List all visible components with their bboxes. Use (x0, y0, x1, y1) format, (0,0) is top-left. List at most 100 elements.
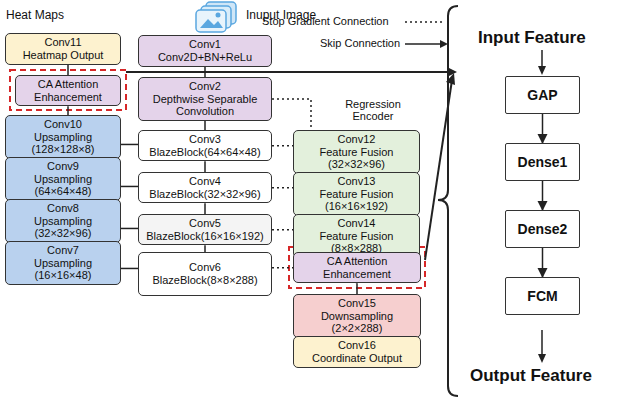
layer-text: Convolution (176, 105, 234, 118)
layer-text: Dense1 (518, 154, 568, 170)
layer-box: FCM (505, 277, 580, 315)
stop-gradient-connector (272, 145, 293, 147)
group-label: Regression Encoder (338, 98, 408, 122)
image-icon (196, 2, 236, 32)
layer-text: (2×2×288) (332, 322, 383, 335)
process-box: CA AttentionEnhancement (15, 75, 121, 106)
layer-box: Dense2 (505, 210, 580, 248)
layer-name: Conv7 (47, 244, 79, 257)
bracket (438, 6, 458, 396)
layer-text: Depthwise Separable (153, 93, 258, 106)
process-box: Conv15Downsampling(2×2×288) (293, 294, 421, 338)
annotation-label: Skip Connection (320, 37, 400, 49)
process-box: Conv9Upsampling(64×64×48) (5, 157, 121, 201)
layer-text: BlazeBlock(64×64×48) (149, 146, 260, 159)
process-box: Conv5BlazeBlock(16×16×192) (138, 214, 272, 245)
legend-line (405, 21, 445, 23)
connector (121, 228, 138, 230)
layer-name: Conv5 (189, 217, 221, 230)
process-box: Conv6BlazeBlock(8×8×288) (138, 252, 272, 296)
layer-text: Enhancement (34, 91, 102, 104)
stop-gradient-connector (272, 187, 293, 189)
layer-name: Conv11 (44, 36, 81, 49)
process-box: Conv7Upsampling(16×16×48) (5, 241, 121, 285)
connector (204, 67, 206, 77)
skip-arrow (126, 71, 455, 73)
layer-text: GAP (527, 87, 557, 103)
process-box: CA AttentionEnhancement (293, 252, 421, 283)
stop-gradient-connector (272, 267, 293, 269)
connector (356, 283, 358, 294)
layer-text: Upsampling (34, 215, 92, 228)
layer-text: Feature Fusion (320, 230, 394, 243)
layer-name: Conv16 (338, 339, 376, 352)
connector (67, 106, 69, 115)
layer-text: Feature Fusion (320, 146, 394, 159)
layer-text: (16×16×48) (35, 269, 92, 282)
layer-name: Conv6 (189, 261, 221, 274)
connector (204, 245, 206, 252)
layer-text: FCM (527, 288, 557, 304)
layer-name: Conv8 (47, 202, 79, 215)
process-box: Conv13Feature Fusion(16×16×192) (293, 172, 420, 216)
layer-name: CA Attention (327, 255, 388, 268)
layer-name: Conv4 (189, 175, 221, 188)
layer-text: (16×16×192) (325, 200, 388, 213)
annotation-label: Heat Maps (6, 8, 64, 22)
connector (121, 144, 138, 146)
layer-name: Conv13 (338, 175, 376, 188)
layer-text: (64×64×48) (35, 185, 92, 198)
layer-text: Upsampling (34, 131, 92, 144)
layer-text: (128×128×8) (32, 143, 95, 156)
layer-text: BlazeBlock(32×32×96) (149, 188, 260, 201)
layer-text: Upsampling (34, 257, 92, 270)
layer-name: Conv3 (189, 133, 221, 146)
layer-text: Feature Fusion (320, 188, 394, 201)
connector (121, 268, 138, 270)
stop-gradient-connector (272, 229, 293, 231)
process-box: Conv12Feature Fusion(32×32×96) (293, 130, 420, 174)
connector (67, 65, 69, 75)
annotation-label: Input Feature (478, 28, 586, 48)
process-box: Conv2Depthwise SeparableConvolution (138, 77, 272, 121)
connector (542, 181, 544, 210)
layer-text: Coordinate Output (312, 352, 402, 365)
layer-text: Upsampling (34, 173, 92, 186)
connector (542, 114, 544, 143)
layer-text: BlazeBlock(8×8×288) (152, 274, 257, 287)
highlight-frame (10, 70, 126, 110)
annotation-label: Stop Gradient Connection (262, 15, 389, 27)
layer-name: Conv2 (189, 80, 221, 93)
process-box: Conv1Conv2D+BN+ReLu (138, 35, 272, 67)
highlight-frame (289, 247, 425, 288)
process-box: Conv16Coordinate Output (293, 336, 421, 368)
process-box: Conv11Heatmap Output (5, 33, 121, 65)
layer-box: Dense1 (505, 143, 580, 181)
connector (204, 161, 206, 172)
layer-text: BlazeBlock(16×16×192) (146, 230, 263, 243)
layer-text: Heatmap Output (23, 49, 104, 62)
layer-name: Conv15 (338, 297, 376, 310)
legend-line (405, 43, 440, 45)
annotation-label: Output Feature (470, 366, 592, 386)
connector (204, 121, 206, 130)
layer-text: Downsampling (321, 310, 393, 323)
layer-name: Conv9 (47, 160, 79, 173)
connector (121, 186, 138, 188)
layer-name: Conv14 (338, 217, 376, 230)
layer-name: CA Attention (38, 78, 99, 91)
connector (204, 203, 206, 214)
layer-name: Conv1 (189, 38, 221, 51)
layer-name: Conv12 (338, 133, 376, 146)
layer-text: (32×32×96) (35, 227, 92, 240)
process-box: Conv8Upsampling(32×32×96) (5, 199, 121, 243)
stop-gradient-connector (272, 99, 311, 130)
layer-text: Enhancement (323, 268, 391, 281)
layer-box: GAP (505, 76, 580, 114)
process-box: Conv3BlazeBlock(64×64×48) (138, 130, 272, 161)
layer-text: (32×32×96) (328, 158, 385, 171)
layer-text: Conv2D+BN+ReLu (158, 51, 252, 64)
process-box: Conv10Upsampling(128×128×8) (5, 115, 121, 159)
connector (542, 248, 544, 277)
layer-name: Conv10 (44, 118, 82, 131)
